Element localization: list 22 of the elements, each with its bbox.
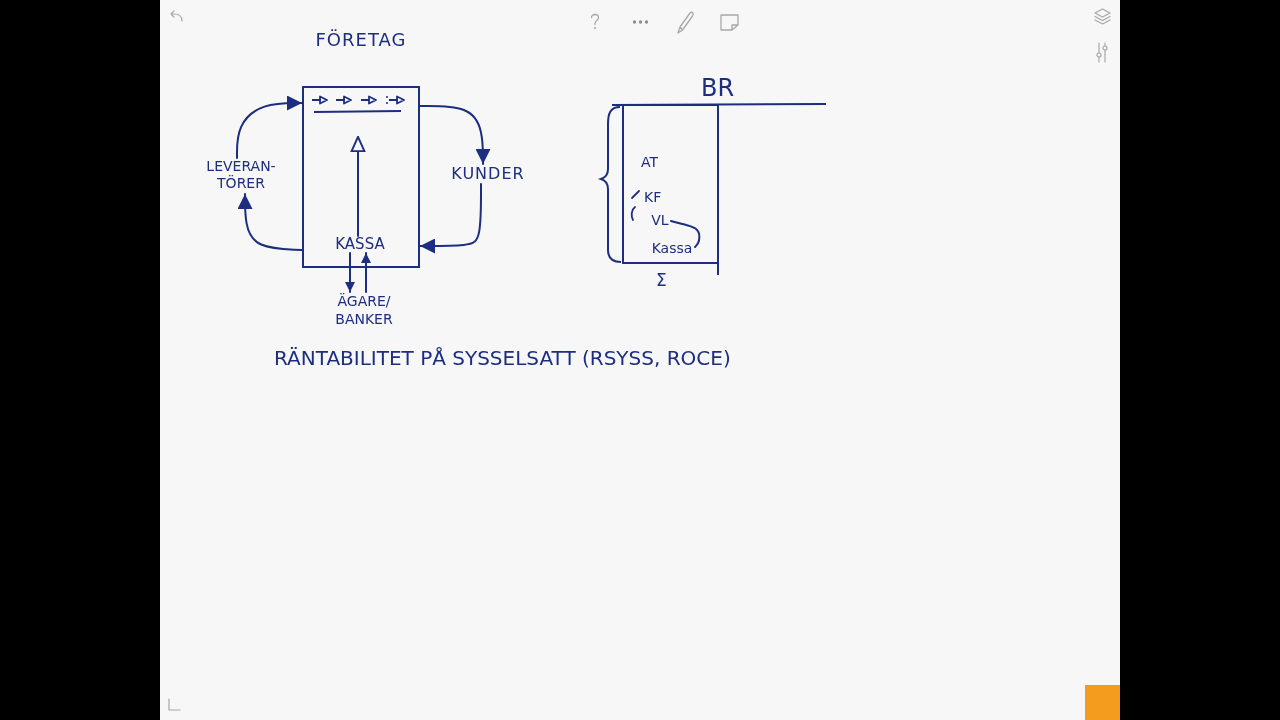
handwritten-label: Kassa <box>649 239 695 257</box>
handwritten-label: LEVERAN- TÖRER <box>198 158 284 194</box>
account-column <box>622 104 719 264</box>
arrow <box>345 252 355 293</box>
account-item: AT <box>641 154 659 171</box>
arrow <box>237 193 303 251</box>
handwritten-note: RÄNTABILITET PÅ SYSSELSATT (RSYSS, ROCE) <box>274 345 731 371</box>
t-account-heading: BR <box>701 74 735 102</box>
handwritten-label: VL <box>649 212 671 229</box>
box-heading: FÖRETAG <box>314 28 408 52</box>
handwritten-label: KASSA <box>331 236 389 253</box>
handwritten-label: KUNDER <box>448 164 528 184</box>
handwritten-label: ÄGARE/ BANKER <box>322 292 406 330</box>
connector-line <box>670 220 701 248</box>
arrow <box>350 135 366 237</box>
arrow <box>419 183 482 254</box>
company-box <box>302 28 420 268</box>
arrow <box>236 95 303 159</box>
account-item: KF <box>644 189 662 206</box>
arrow <box>361 252 371 293</box>
arrow <box>419 105 491 165</box>
sum-symbol: Σ <box>656 270 667 290</box>
